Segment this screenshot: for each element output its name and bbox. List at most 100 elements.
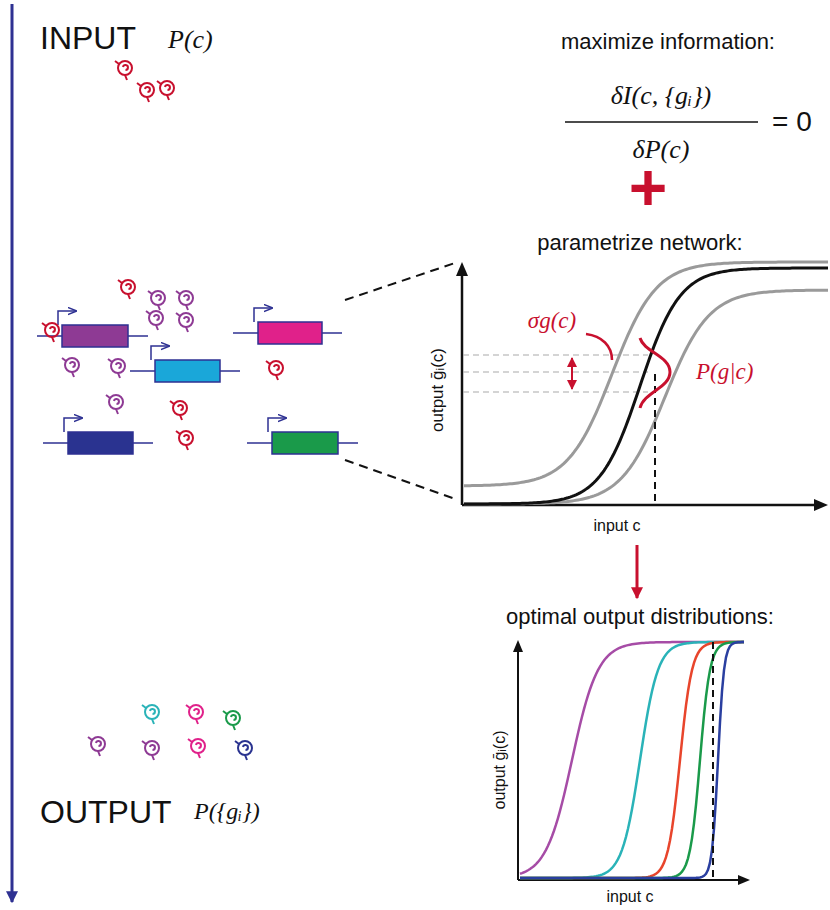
gene-symbol [247,418,358,454]
response-plot [456,262,828,511]
axis-label: input c [591,517,642,535]
molecule-ring [189,705,203,719]
molecule-ring [65,358,79,372]
molecule-ring [238,741,252,755]
molecule-swirl [148,291,161,310]
molecule-swirl [62,358,75,377]
fraction-bar [565,121,758,123]
molecule-swirl [223,711,236,730]
molecule-swirl [42,323,55,342]
level-line [463,371,648,372]
molecule-swirl [176,431,189,450]
molecule-ring [173,401,187,415]
zoom-line [345,460,458,500]
flow-arrow [11,4,14,902]
molecule [235,741,252,760]
mean-curve [464,268,828,504]
molecule [142,705,159,724]
molecule-swirl [142,705,155,724]
result-arrow [636,545,639,598]
molecule [146,311,163,330]
noise-label: σg(c) [526,308,578,334]
noise-curve [464,262,828,486]
molecule-swirl [176,291,189,310]
axis-head [738,875,750,885]
molecule-ring [111,359,125,373]
gene-box [62,325,128,347]
distribution-curve [640,338,670,408]
y-axis [461,268,464,505]
molecule [108,359,125,378]
molecule [157,81,174,100]
axis-label: output ḡᵢ(c) [428,346,448,434]
molecule-swirl [115,61,128,80]
molecule-swirl [266,361,279,380]
gene-symbol [130,346,240,382]
y-axis [517,650,519,880]
molecule [176,431,193,450]
molecule-swirl [188,739,201,758]
optimal-curve [520,642,744,878]
molecule [137,83,154,102]
step-heading: optimal output distributions: [504,604,776,629]
molecule [142,741,159,760]
molecule-ring [149,311,163,325]
molecule-swirl [88,737,101,756]
molecule [148,291,165,310]
noise-curve [464,290,828,504]
molecule-swirl [176,313,189,332]
gene-box [272,432,338,454]
molecule-ring [118,61,132,75]
molecule [188,739,205,758]
molecule-ring [269,361,283,375]
molecule [106,395,123,414]
optimal-plot [513,640,750,885]
promoter-arrow [151,346,169,360]
step-heading: maximize information: [559,29,777,54]
step-heading: parametrize network: [535,230,744,255]
promoter-arrow [64,418,82,432]
molecule [118,280,135,299]
gene-box [258,322,322,344]
molecule-swirl [137,83,150,102]
molecule [42,323,59,342]
stage-heading: OUTPUT [38,794,174,831]
axis-head [456,262,468,276]
gene-box [68,432,133,454]
promoter-arrow [254,308,272,322]
gene-symbol [233,308,342,344]
gene-symbol [37,311,148,347]
input-marker [712,642,714,879]
input-marker [654,374,656,504]
stage-heading: INPUT [38,20,138,57]
molecule [62,358,79,377]
optimal-curve [520,642,744,874]
molecule-ring [109,395,123,409]
molecule-ring [145,705,159,719]
molecule-swirl [118,280,131,299]
molecule-ring [91,737,105,751]
molecule [223,711,240,730]
formula-numerator: δI(c, {gᵢ}) [609,81,714,111]
molecule-ring [191,739,205,753]
molecule [176,291,193,310]
axis-label: input c [604,888,655,906]
molecule-swirl [142,741,155,760]
optimal-curve [520,642,744,878]
distribution-symbol: P({gᵢ}) [192,798,262,826]
molecule-ring [145,741,159,755]
molecule-ring [179,431,193,445]
promoter-arrow [268,418,286,432]
distribution-symbol: P(c) [166,25,215,55]
molecule-ring [179,291,193,305]
gene-symbol [43,418,153,454]
optimal-curve [520,642,744,878]
molecule-swirl [108,359,121,378]
level-line [463,391,648,392]
molecule-swirl [170,401,183,420]
x-axis [518,879,742,881]
zoom-line [345,262,458,300]
molecule-ring [151,291,165,305]
molecule-ring [45,323,59,337]
